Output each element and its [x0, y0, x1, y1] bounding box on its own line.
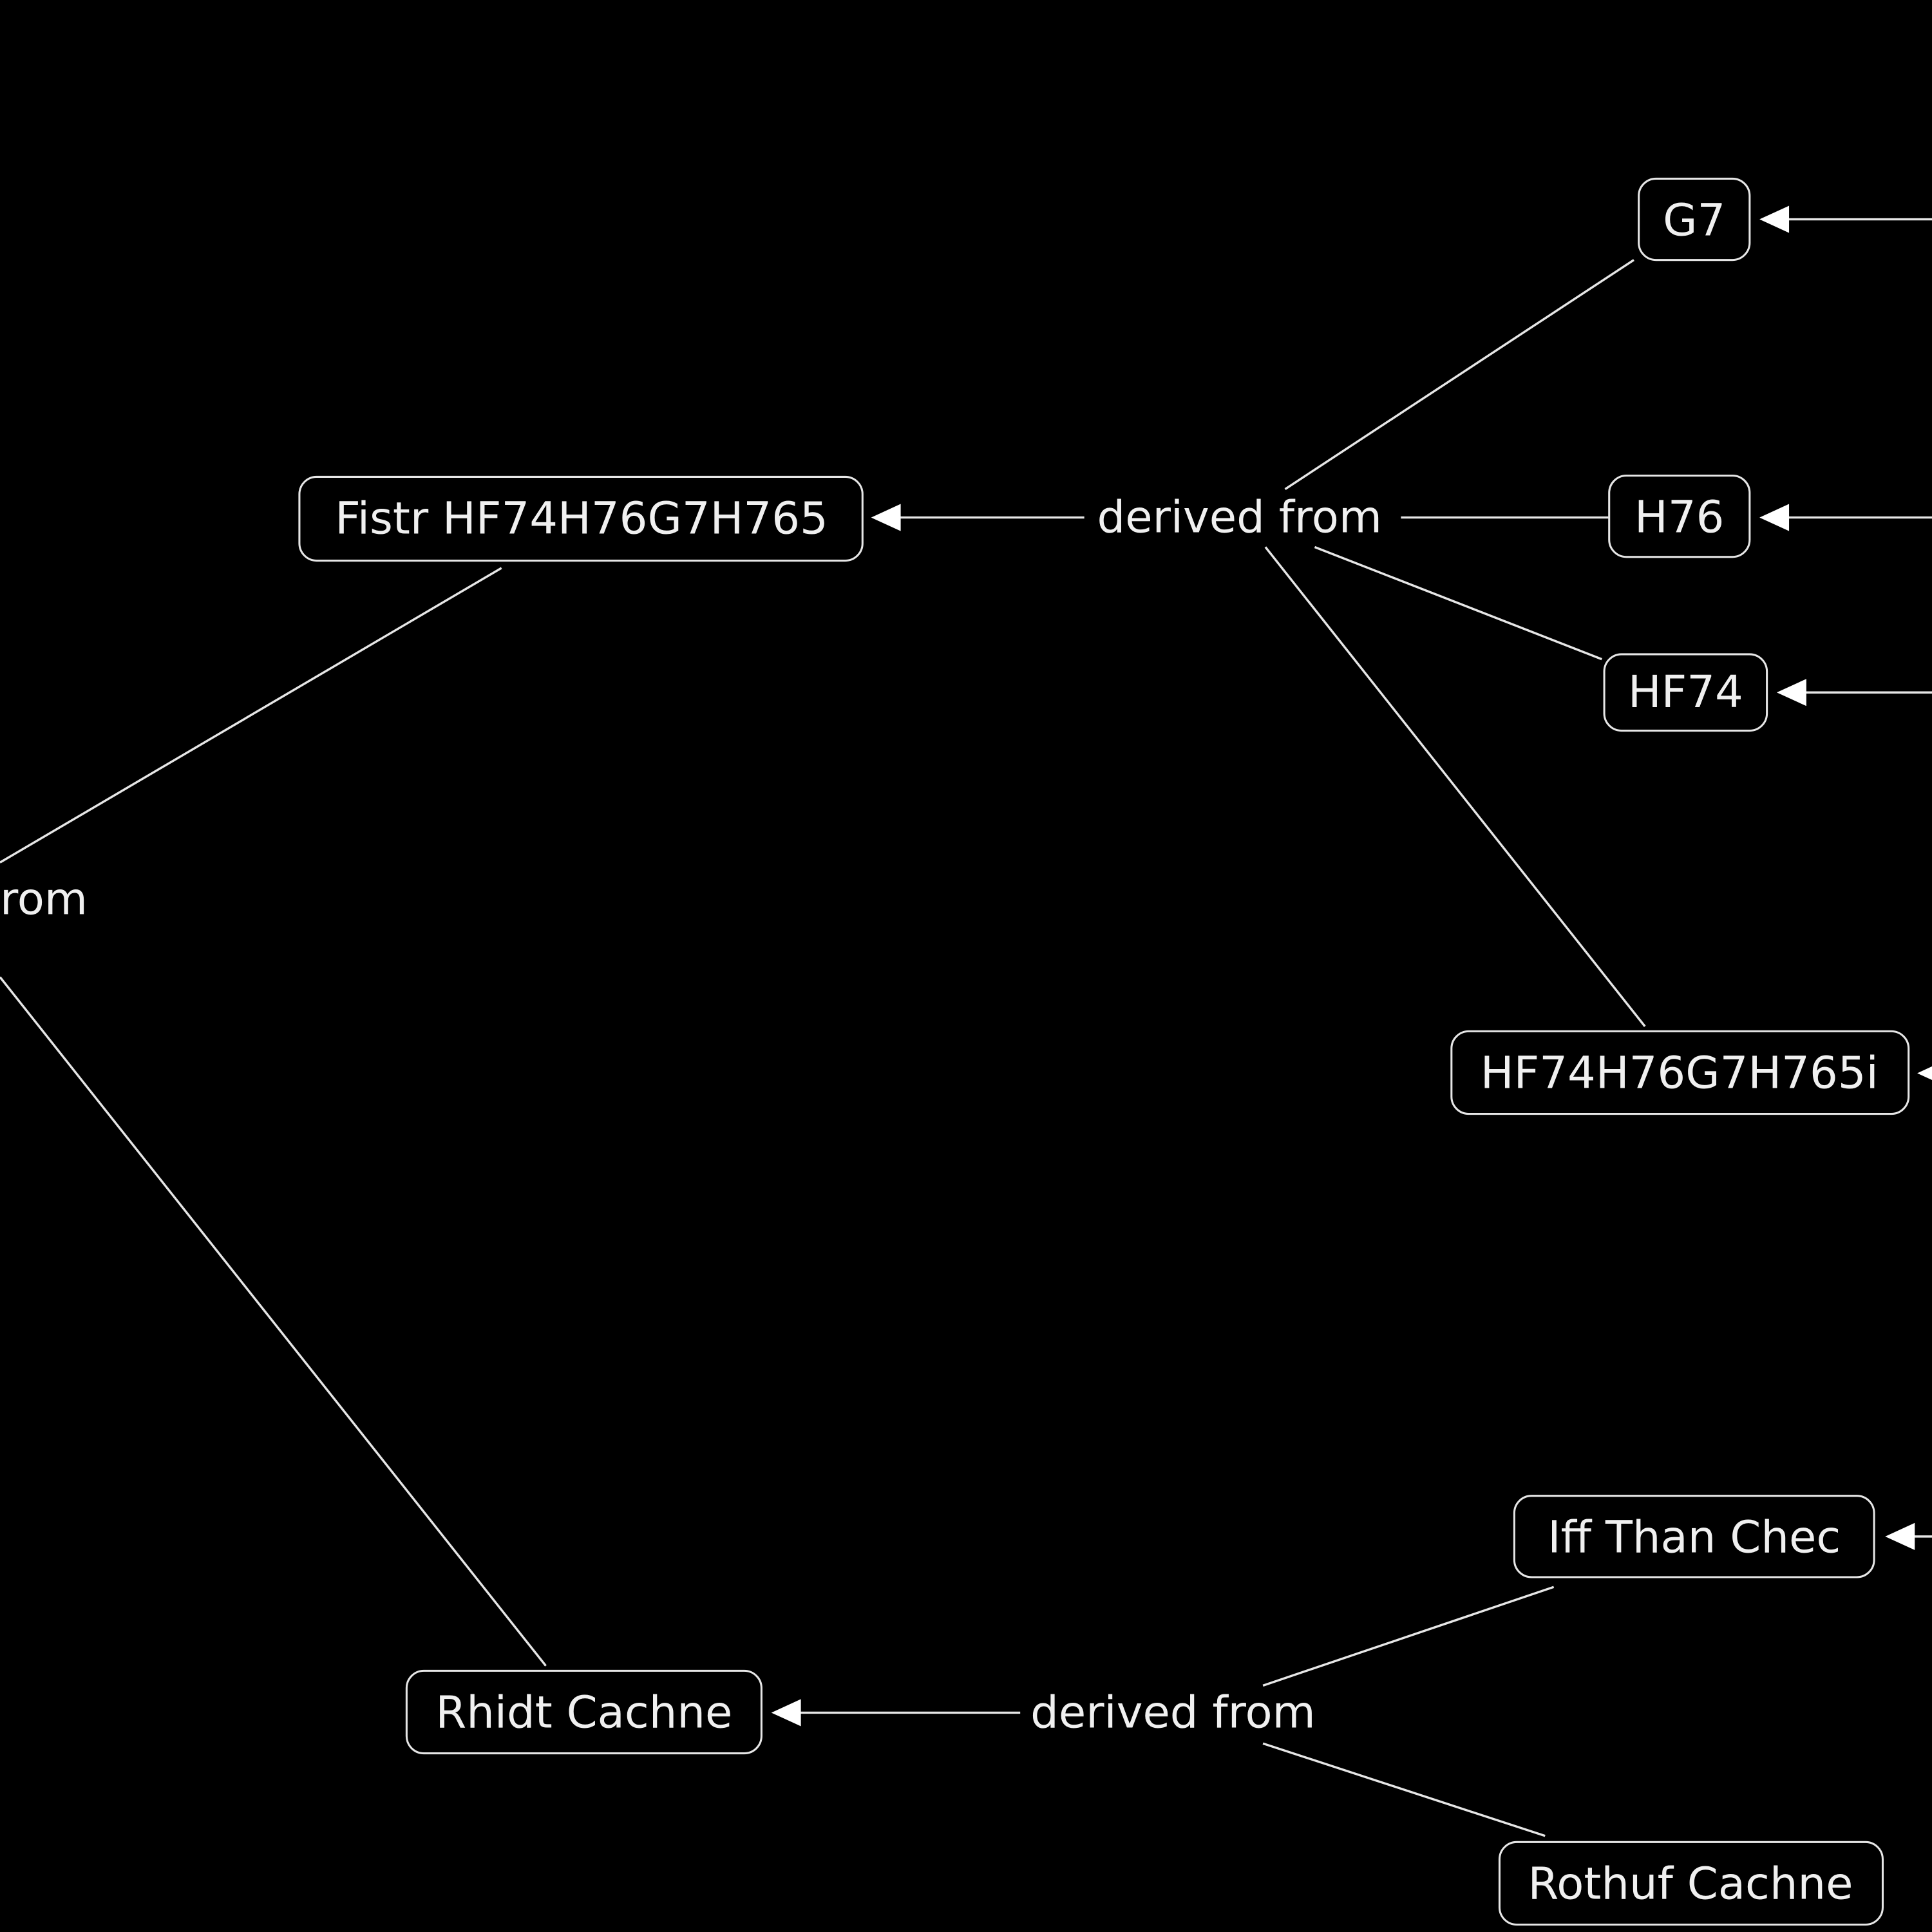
edge-hf74long [1264, 546, 1646, 1027]
edge-g7 [1284, 259, 1634, 491]
arrowhead-icon [871, 504, 901, 531]
edge-label-derived-from-partial: rom [0, 874, 88, 925]
arrowhead-icon [1885, 1522, 1915, 1550]
node-label: H76 [1634, 492, 1724, 544]
node-label: HF74 [1628, 667, 1743, 718]
node-fistr[interactable]: Fistr HF74H76G7H765 [298, 475, 864, 562]
arrowheads [771, 205, 1932, 1727]
edge-iff [1262, 1586, 1555, 1687]
arrowhead-icon [1759, 205, 1790, 233]
node-h76[interactable]: H76 [1608, 474, 1751, 558]
arrowhead-icon [1917, 1066, 1932, 1080]
node-iff-than-chec[interactable]: Iff Than Chec [1513, 1495, 1875, 1578]
edge-rhidt-left [0, 976, 547, 1667]
edge-fistr-left [0, 567, 502, 864]
arrowhead-icon [1759, 504, 1790, 531]
node-label: Rhidt Cachne [435, 1687, 732, 1738]
arrowhead-icon [1776, 679, 1806, 706]
edges [0, 218, 1932, 1837]
node-hf74h76g7h765i[interactable]: HF74H76G7H765i [1450, 1030, 1910, 1115]
arrowhead-icon [771, 1699, 801, 1727]
node-label: Fistr HF74H76G7H765 [335, 493, 828, 544]
edge-hf74 [1314, 545, 1602, 661]
edge-label-derived-from: derived from [1030, 1687, 1315, 1738]
node-g7[interactable]: G7 [1638, 177, 1751, 261]
edge-rothuf [1262, 1742, 1546, 1837]
node-label: Iff Than Chec [1548, 1512, 1841, 1564]
node-rothuf-cachne[interactable]: Rothuf Cachne [1498, 1841, 1884, 1926]
edge-label-derived-from: derived from [1097, 492, 1382, 544]
node-rhidt-cachne[interactable]: Rhidt Cachne [405, 1669, 762, 1755]
node-label: HF74H76G7H765i [1481, 1047, 1879, 1099]
node-label: Rothuf Cachne [1528, 1858, 1853, 1909]
node-hf74[interactable]: HF74 [1603, 653, 1768, 732]
node-label: G7 [1663, 194, 1725, 246]
